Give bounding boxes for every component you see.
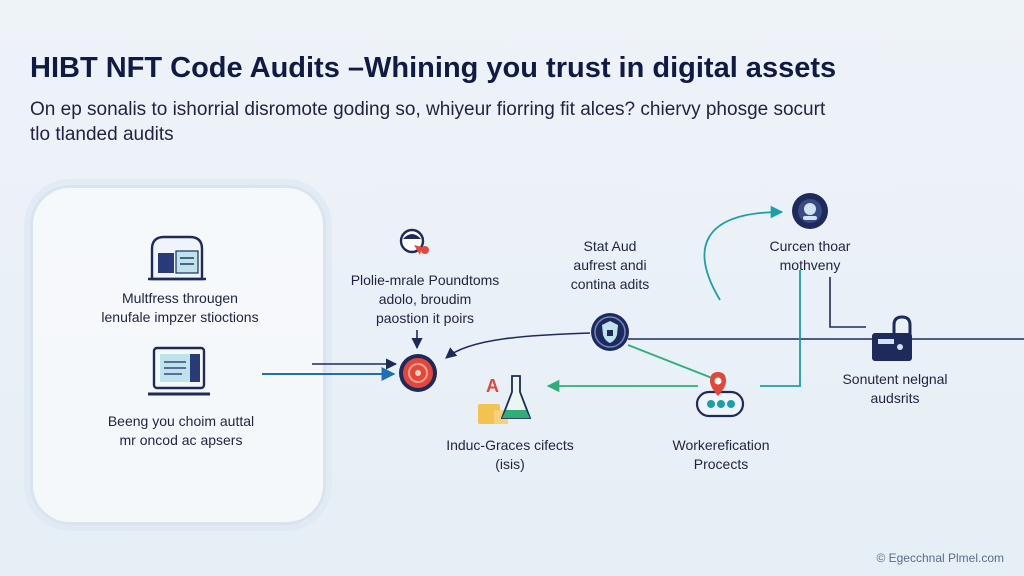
bracket-curren-to-lock <box>829 277 866 328</box>
label-worker-line1: Workerefication <box>672 437 770 453</box>
label-left-bottom-line2: mr oncod ac apsers <box>119 432 243 448</box>
page-title: HIBT NFT Code Audits –Whining you trust … <box>30 52 837 84</box>
label-stat-line3: contina adits <box>570 276 650 292</box>
curve-stat-to-hub <box>445 332 591 359</box>
location-pin-icon <box>693 370 749 425</box>
loop-worker-to-curren <box>703 212 801 387</box>
footer-credit[interactable]: © Egecchnal Plmel.com <box>876 551 1004 565</box>
label-crystals-line2: (isis) <box>495 456 525 472</box>
label-sonutent-line1: Sonutent nelgnal <box>842 371 948 387</box>
label-left-bottom-line1: Beeng you choim auttal <box>107 413 255 429</box>
label-center-top-line1: Plolie-mrale Poundtoms <box>350 272 500 288</box>
line-stat-to-worker <box>627 344 713 379</box>
label-center-top-line2: adolo, broudim <box>378 291 472 307</box>
svg-text:A: A <box>486 376 499 396</box>
label-center-top-line3: paostion it poirs <box>375 310 475 326</box>
label-sonutent: Sonutent nelgnal audsrits <box>820 370 970 408</box>
helmet-icon <box>394 225 434 266</box>
target-badge-icon <box>397 352 439 399</box>
label-curren-line1: Curcen thoar <box>769 238 851 254</box>
label-crystals: Induc-Graces cifects (isis) <box>420 436 600 474</box>
document-window-icon <box>146 233 208 288</box>
label-left-top: Multfress througen lenufale impzer stioc… <box>80 289 280 327</box>
laptop-scan-icon <box>148 346 212 405</box>
label-center-top: Plolie-mrale Poundtoms adolo, broudim pa… <box>320 271 530 328</box>
label-left-top-line2: lenufale impzer stioctions <box>101 309 259 325</box>
shield-badge-icon <box>589 311 631 358</box>
padlock-icon <box>868 313 916 368</box>
label-worker-line2: Procects <box>693 456 749 472</box>
label-sonutent-line2: audsrits <box>870 390 920 406</box>
subtitle-line-1: On ep sonalis to ishorrial disromote god… <box>30 99 826 120</box>
subtitle-line-2: tlo tlanded audits <box>30 124 174 145</box>
label-curren: Curcen thoar mothveny <box>740 237 880 275</box>
eye-badge-icon <box>790 191 830 236</box>
flask-crystals-icon: A <box>472 370 542 433</box>
label-stat-line1: Stat Aud <box>583 238 637 254</box>
label-crystals-line1: Induc-Graces cifects <box>446 437 574 453</box>
label-left-top-line1: Multfress througen <box>122 290 238 306</box>
label-left-bottom: Beeng you choim auttal mr oncod ac apser… <box>74 412 288 450</box>
label-curren-line2: mothveny <box>779 257 841 273</box>
label-stat-line2: aufrest andi <box>573 257 647 273</box>
label-stat: Stat Aud aufrest andi contina adits <box>540 237 680 294</box>
label-worker: Workerefication Procects <box>636 436 806 474</box>
page-subtitle: On ep sonalis to ishorrial disromote god… <box>30 97 860 147</box>
